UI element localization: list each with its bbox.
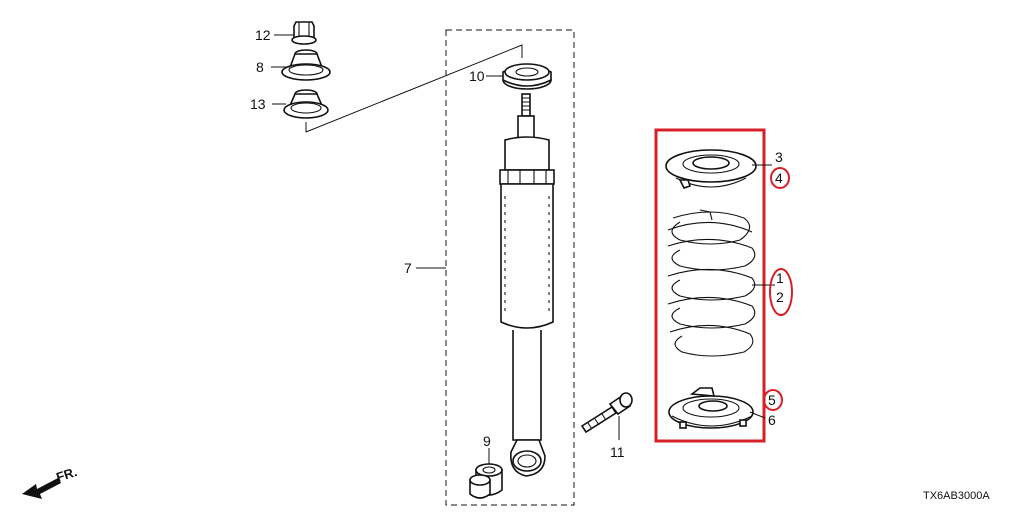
- callout-10: 10: [469, 68, 485, 84]
- callout-12: 12: [255, 27, 271, 43]
- part-11-bolt[interactable]: [580, 392, 633, 434]
- callout-4: 4: [775, 170, 783, 186]
- callout-1: 1: [776, 270, 784, 286]
- part-9-lower-bushing[interactable]: [469, 463, 503, 499]
- part-1-coil-spring[interactable]: [667, 209, 756, 357]
- drawing-code: TX6AB3000A: [923, 490, 990, 502]
- callout-5: 5: [768, 392, 776, 408]
- callout-6: 6: [768, 412, 776, 428]
- callout-7: 7: [404, 260, 412, 276]
- part-7-shock-absorber[interactable]: [499, 93, 555, 477]
- highlight-circle-4: [770, 167, 790, 189]
- callout-13: 13: [250, 96, 266, 112]
- damper-assembly-boundary: [445, 29, 575, 506]
- front-direction-arrow-icon: [22, 478, 61, 499]
- assembly-reference-line: [305, 44, 523, 133]
- callout-2: 2: [776, 289, 784, 305]
- part-13-mount-bushing[interactable]: [283, 89, 329, 119]
- part-5-lower-spring-seat[interactable]: [668, 387, 754, 429]
- part-8-mount-bushing[interactable]: [281, 49, 331, 81]
- callout-8: 8: [256, 59, 264, 75]
- callout-9: 9: [483, 433, 491, 449]
- part-10-upper-bushing[interactable]: [502, 63, 552, 90]
- highlight-circle-1-2: [769, 268, 793, 316]
- callout-11: 11: [610, 444, 625, 460]
- highlight-circle-5: [763, 389, 783, 411]
- part-12-nut[interactable]: [291, 21, 317, 45]
- front-direction-label: FR.: [54, 464, 79, 485]
- callout-3: 3: [775, 149, 783, 165]
- part-3-upper-spring-seat[interactable]: [665, 149, 757, 189]
